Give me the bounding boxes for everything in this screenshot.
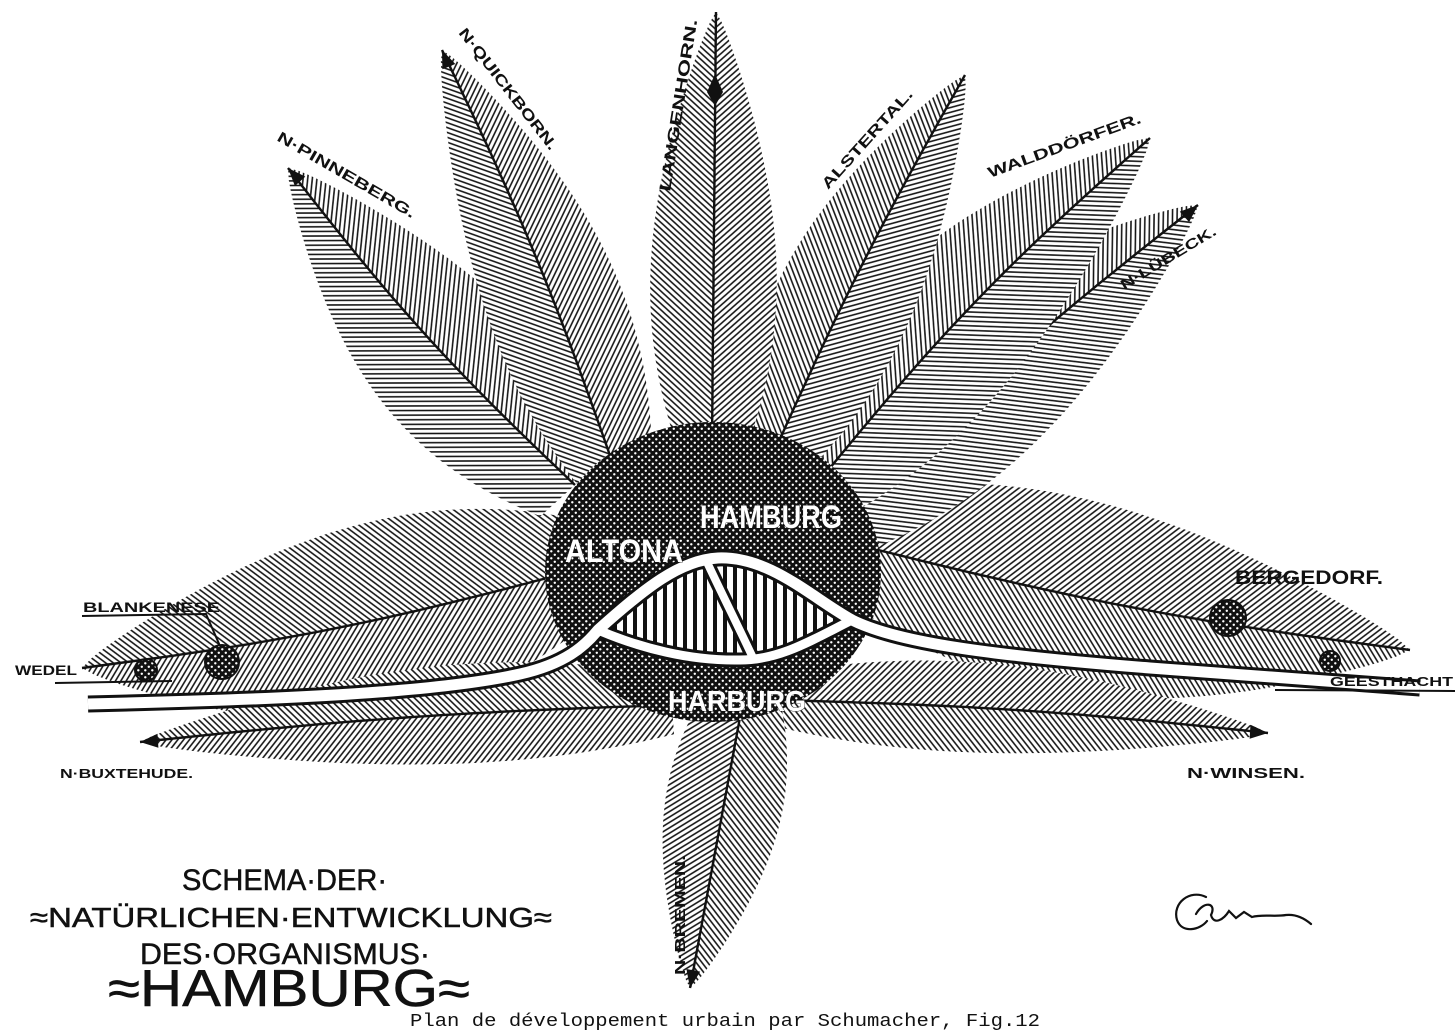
settlement-geesthacht [1320, 651, 1340, 671]
label-altona: ALTONA [565, 533, 683, 569]
label-hamburg: HAMBURG [700, 499, 842, 535]
geesthacht-underline [1275, 690, 1455, 691]
settlement-blankenese [205, 645, 239, 679]
title-line-2: ≈NATÜRLICHEN·ENTWICKLUNG≈ [30, 902, 552, 933]
title-line-4: ≈HAMBURG≈ [108, 960, 470, 1018]
label-winsen: N·WINSEN. [1187, 765, 1305, 782]
label-geesthacht: GEESTHACHT [1330, 674, 1453, 689]
label-bergedorf: BERGEDORF. [1235, 568, 1383, 589]
label-harburg: HARBURG [668, 686, 806, 718]
figure-caption: Plan de développement urbain par Schumac… [410, 1012, 1040, 1032]
label-blankenese: BLANKENESE [83, 599, 220, 615]
label-buxtehude: N·BUXTEHUDE. [60, 766, 193, 781]
title-line-1: SCHEMA·DER· [182, 864, 387, 897]
settlement-wedel [135, 659, 157, 681]
label-bremen: N·BREMEN. [672, 855, 689, 975]
label-wedel: WEDEL [15, 662, 78, 678]
settlement-bergedorf [1210, 600, 1246, 636]
